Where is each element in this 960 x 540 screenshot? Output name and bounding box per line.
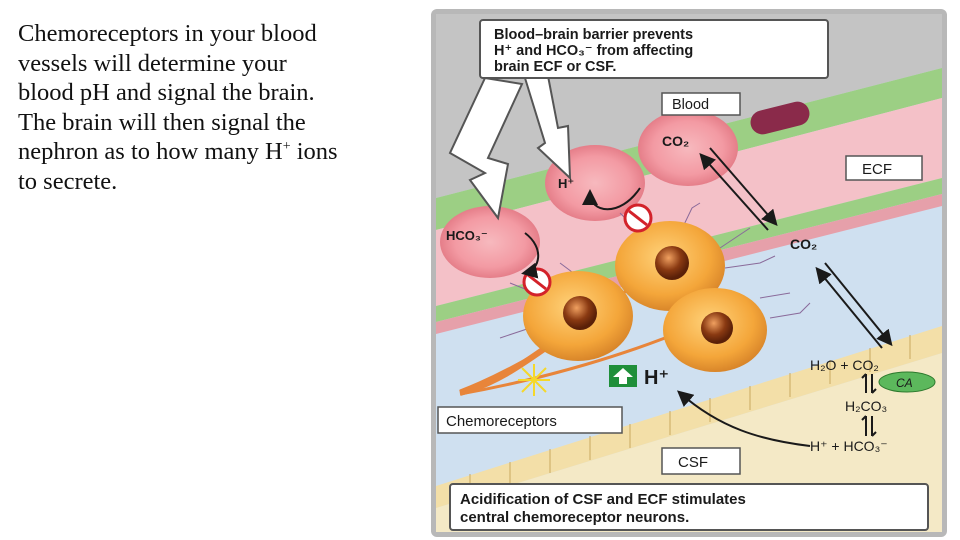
top-callout-line2: H⁺ and HCO₃⁻ from affecting	[494, 43, 693, 59]
ecf-label-box	[845, 155, 923, 181]
equation-line2: H₂CO₃	[845, 398, 887, 414]
chemoreceptors-label: Chemoreceptors	[446, 413, 557, 430]
up-arrow-glyph	[613, 368, 633, 384]
body-text-line: to secrete.	[18, 167, 118, 195]
body-text-line: blood pH and signal the brain.	[18, 79, 315, 106]
ependymal-layer	[436, 326, 942, 508]
h-plus-large-label: H⁺	[644, 367, 669, 389]
figure-svg: Blood–brain barrier prevents H⁺ and HCO₃…	[431, 9, 947, 537]
blood-label-box	[661, 92, 741, 116]
top-callout-line1: Blood–brain barrier prevents	[494, 27, 693, 43]
no-entry-icon	[623, 203, 653, 233]
ependymal-cells	[469, 335, 911, 498]
body-text-line: Chemoreceptors in your blood	[18, 20, 317, 47]
body-text-line: nephron as to how many H+ ions	[18, 137, 413, 167]
blood-brain-barrier-figure: Blood–brain barrier prevents H⁺ and HCO₃…	[430, 8, 948, 538]
red-blood-cell	[440, 206, 540, 278]
equilibrium-arrow-icon	[861, 373, 877, 394]
body-text-line5-post: ions	[290, 138, 338, 165]
ecf-label: ECF	[862, 161, 892, 178]
slide-body-text: Chemoreceptors in your blood vessels wil…	[18, 19, 413, 196]
callout-arrow-right	[523, 74, 572, 181]
h-plus-curve-arrow	[582, 187, 641, 211]
nerve-impulse-sparkle	[518, 364, 550, 396]
cell-h-label: H⁺	[558, 176, 574, 191]
bottom-callout-line2: central chemoreceptor neurons.	[460, 509, 689, 526]
top-callout-box	[479, 19, 829, 79]
bottom-callout-box	[449, 483, 929, 531]
co2-arrow-down	[709, 147, 778, 227]
equation-line3: H⁺ + HCO₃⁻	[810, 438, 888, 454]
cell-hco3-label: HCO₃⁻	[446, 228, 488, 243]
chemoreceptor-neuron	[523, 271, 633, 361]
cell-co2-label: CO₂	[662, 133, 689, 149]
superscript-plus: +	[282, 138, 291, 154]
body-text-line: The brain will then signal the	[18, 108, 306, 136]
h-plus-stimulus-arrow	[676, 390, 811, 447]
body-text-line: vessels will determine your	[18, 49, 287, 77]
equation-line1: H₂O + CO₂	[810, 357, 879, 373]
csf-label-box	[661, 447, 741, 475]
co2-arrow-up	[699, 153, 769, 231]
chemoreceptors-label-box	[437, 406, 623, 434]
top-callout-line3: brain ECF or CSF.	[494, 59, 616, 75]
hco3-curve-arrow	[521, 232, 540, 279]
blood-label: Blood	[672, 97, 709, 113]
co2-arrow-up-2	[815, 266, 883, 349]
white-blood-cell	[750, 101, 810, 135]
bottom-callout-line1: Acidification of CSF and ECF stimulates	[460, 491, 746, 508]
ecf-co2-label: CO₂	[790, 236, 817, 252]
callout-arrow-left	[448, 76, 524, 221]
equilibrium-arrow-icon	[861, 415, 877, 437]
body-text-line5-pre: nephron as to how many H	[18, 138, 283, 165]
ca-label: CA	[896, 376, 913, 390]
csf-label: CSF	[678, 454, 708, 471]
carbonic-anhydrase-oval	[878, 371, 936, 393]
chemoreceptor-neuron	[663, 288, 767, 372]
co2-arrow-down-2	[824, 262, 893, 347]
blood-vessel	[436, 98, 942, 306]
chemoreceptor-neuron	[615, 221, 725, 311]
